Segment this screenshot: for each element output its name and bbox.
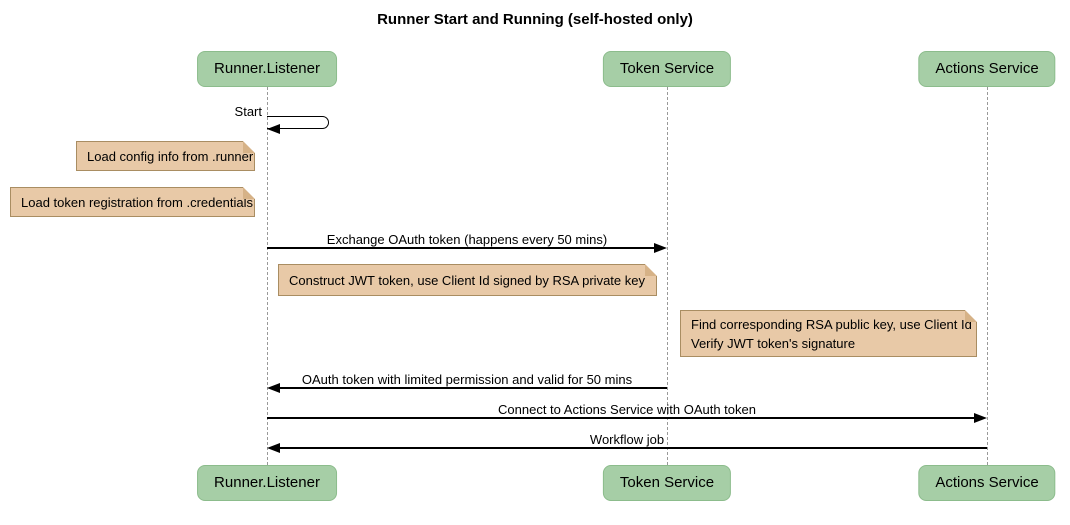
arrowhead-workflow-job [267,443,280,453]
note-find-rsa-key-line2: Verify JWT token's signature [691,335,856,351]
lifeline-token-service [666,87,668,465]
message-label-start: Start [234,104,262,119]
arrowhead-connect-actions [974,413,987,423]
arrowhead-exchange-oauth [654,243,667,253]
note-fold-icon [243,187,255,199]
message-label-oauth-token-back: OAuth token with limited permission and … [301,372,633,387]
participant-token-service-bottom: Token Service [602,465,732,501]
arrowhead-start [267,124,280,134]
message-line-workflow-job [279,447,987,449]
note-find-rsa-key: Find corresponding RSA public key, use C… [680,310,977,357]
message-label-connect-actions: Connect to Actions Service with OAuth to… [498,402,756,417]
message-line-oauth-token-back [279,387,667,389]
lifeline-runner-listener [266,87,268,465]
participant-runner-listener-top: Runner.Listener [197,51,337,87]
message-label-exchange-oauth: Exchange OAuth token (happens every 50 m… [326,232,608,247]
diagram-title: Runner Start and Running (self-hosted on… [377,11,693,28]
note-fold-icon [965,310,977,322]
note-load-token-registration-text: Load token registration from .credential… [21,194,253,210]
note-load-config: Load config info from .runner [76,141,255,171]
participant-actions-service-bottom: Actions Service [918,465,1056,501]
participant-token-service-top: Token Service [602,51,732,87]
note-fold-icon [645,264,657,276]
note-construct-jwt: Construct JWT token, use Client Id signe… [278,264,657,296]
message-line-connect-actions [267,417,975,419]
note-find-rsa-key-line1: Find corresponding RSA public key, use C… [691,316,972,332]
note-load-config-text: Load config info from .runner [87,148,254,164]
message-label-workflow-job: Workflow job [589,432,665,447]
message-line-exchange-oauth [267,247,655,249]
self-message-loop [267,116,329,129]
participant-actions-service-top: Actions Service [918,51,1056,87]
note-fold-icon [243,141,255,153]
arrowhead-oauth-token-back [267,383,280,393]
participant-runner-listener-bottom: Runner.Listener [197,465,337,501]
lifeline-actions-service [986,87,988,465]
note-load-token-registration: Load token registration from .credential… [10,187,255,217]
note-construct-jwt-text: Construct JWT token, use Client Id signe… [289,272,645,288]
